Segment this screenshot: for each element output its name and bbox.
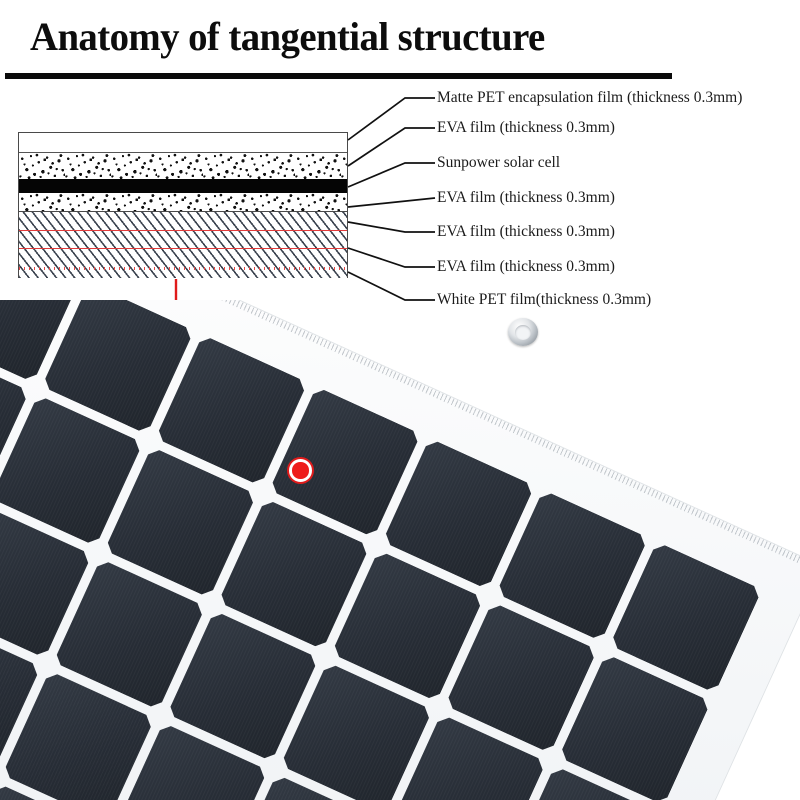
leader-solar-cell — [347, 162, 435, 188]
layer-eva-under-cell — [19, 193, 347, 211]
label-solar-cell: Sunpower solar cell — [437, 154, 561, 171]
page-title: Anatomy of tangential structure — [30, 14, 545, 59]
layer-divider-eva-mid — [19, 230, 347, 231]
layer-hatched-stack — [19, 211, 347, 278]
label-matte-pet: Matte PET encapsulation film (thickness … — [437, 89, 743, 106]
layer-divider-eva-lower — [19, 248, 347, 249]
title-block: Anatomy of tangential structure — [0, 8, 700, 79]
leader-eva-under-cell — [347, 197, 436, 208]
label-eva-lower: EVA film (thickness 0.3mm) — [437, 258, 615, 275]
leader-eva-mid — [347, 221, 435, 233]
label-eva-under-cell: EVA film (thickness 0.3mm) — [437, 189, 615, 206]
layer-matte-pet — [19, 133, 347, 153]
label-eva-top: EVA film (thickness 0.3mm) — [437, 119, 615, 136]
layer-eva-top — [19, 153, 347, 179]
solar-panel-body — [0, 300, 800, 800]
leader-eva-top — [347, 127, 435, 167]
mounting-grommet-icon — [508, 318, 538, 346]
layer-divider-white-pet — [19, 267, 347, 270]
label-eva-mid: EVA film (thickness 0.3mm) — [437, 223, 615, 240]
leader-eva-lower — [347, 247, 435, 268]
leader-matte-pet — [347, 97, 435, 141]
title-underline-rule — [5, 73, 672, 79]
layer-stack-diagram — [18, 132, 348, 278]
label-white-pet: White PET film(thickness 0.3mm) — [437, 291, 652, 308]
leader-white-pet — [347, 271, 435, 301]
layer-solar-cell — [19, 179, 347, 193]
solar-panel-image — [0, 300, 800, 800]
red-callout-dot — [287, 457, 314, 484]
